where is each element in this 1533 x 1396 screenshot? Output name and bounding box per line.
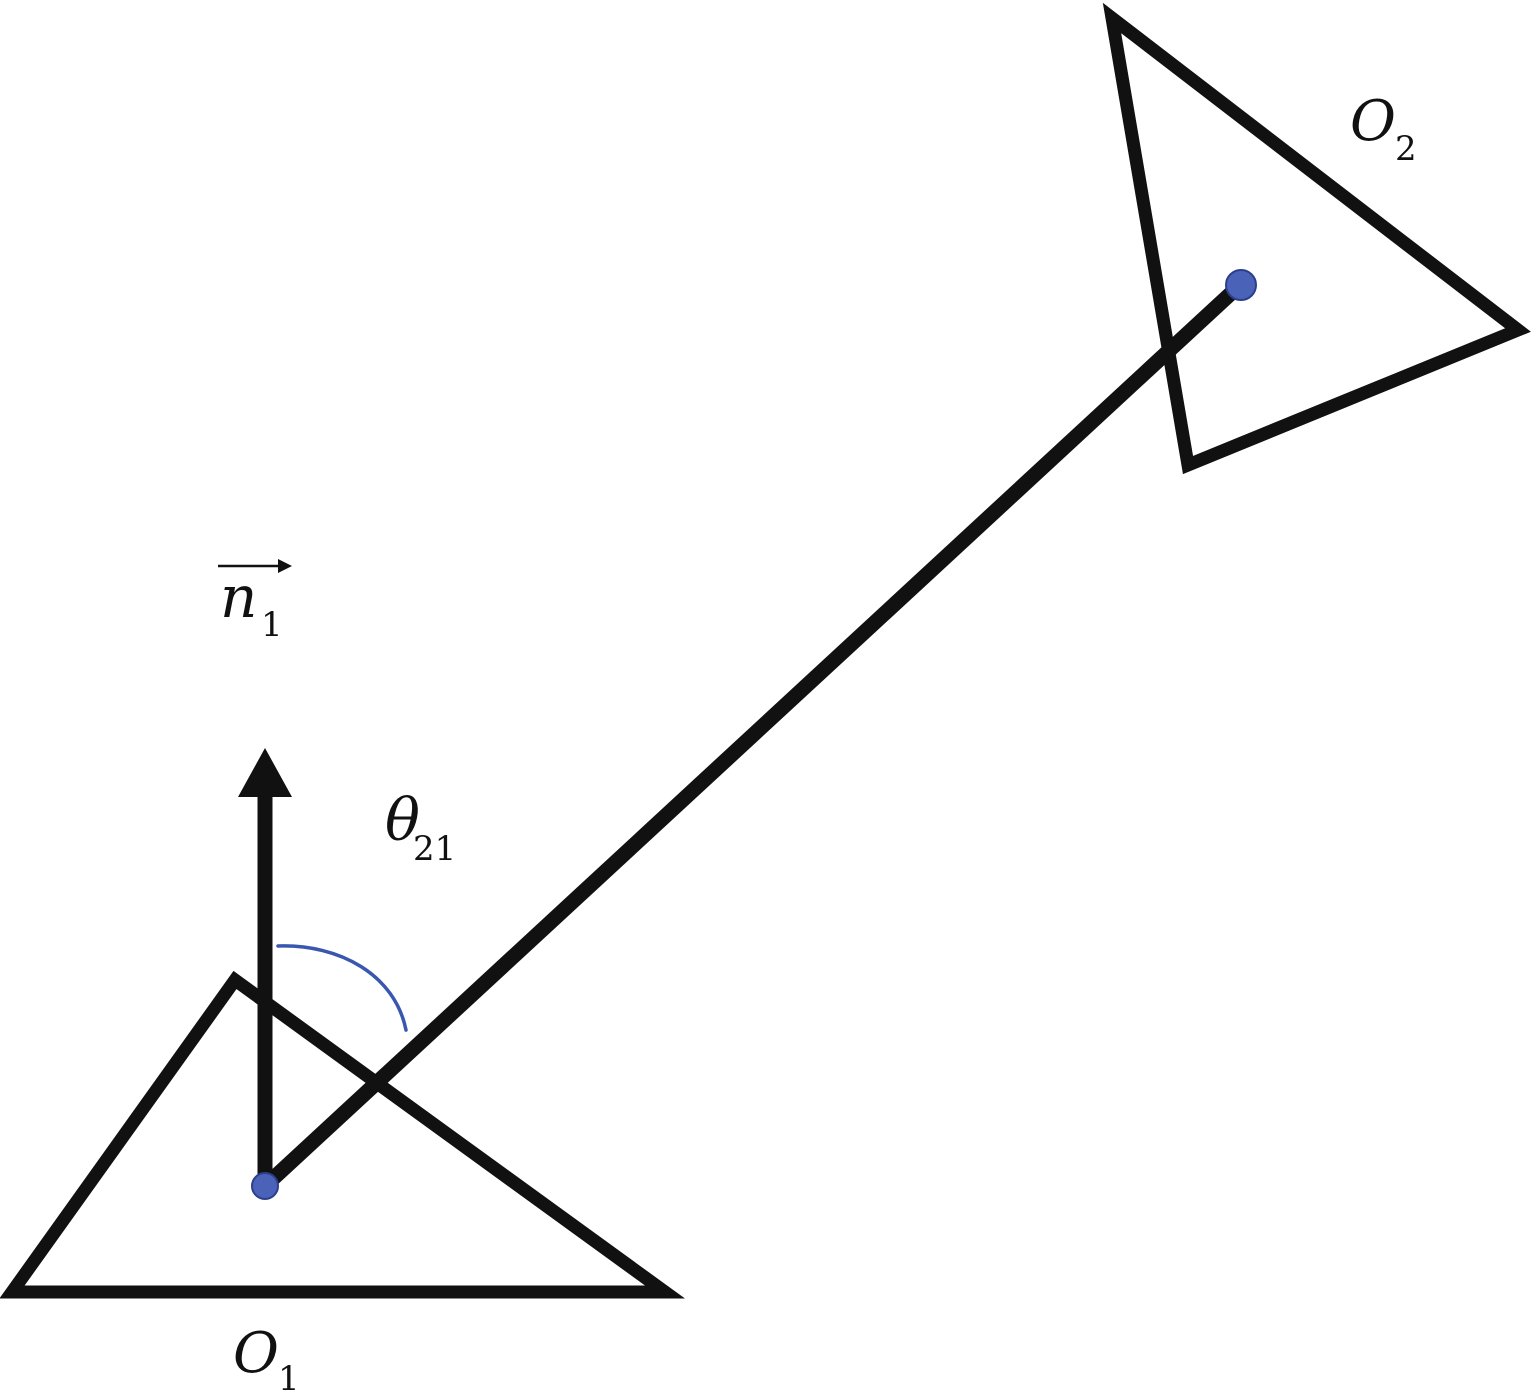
normal-vector-arrowhead	[238, 748, 292, 797]
svg-text:1: 1	[261, 605, 283, 645]
node-o2	[1225, 269, 1257, 301]
vector-bar-arrowhead-icon	[278, 559, 292, 573]
triangle-o1	[0, 970, 686, 1299]
node-o1	[251, 1172, 279, 1200]
triangle-o2	[1102, 2, 1531, 475]
svg-text:n: n	[220, 563, 257, 631]
svg-text:2: 2	[1395, 129, 1417, 169]
svg-text:1: 1	[278, 1359, 300, 1396]
label-n1: n 1	[218, 559, 292, 645]
angle-arc-theta21	[276, 944, 408, 1032]
svg-text:O: O	[233, 1321, 279, 1386]
svg-text:O: O	[1350, 89, 1396, 154]
connecting-line	[257, 277, 1248, 1194]
svg-text:θ: θ	[385, 786, 420, 854]
label-o1: O 1	[233, 1321, 300, 1396]
label-theta21: θ 21	[385, 786, 456, 869]
label-o2: O 2	[1350, 89, 1417, 169]
svg-text:21: 21	[413, 829, 456, 869]
